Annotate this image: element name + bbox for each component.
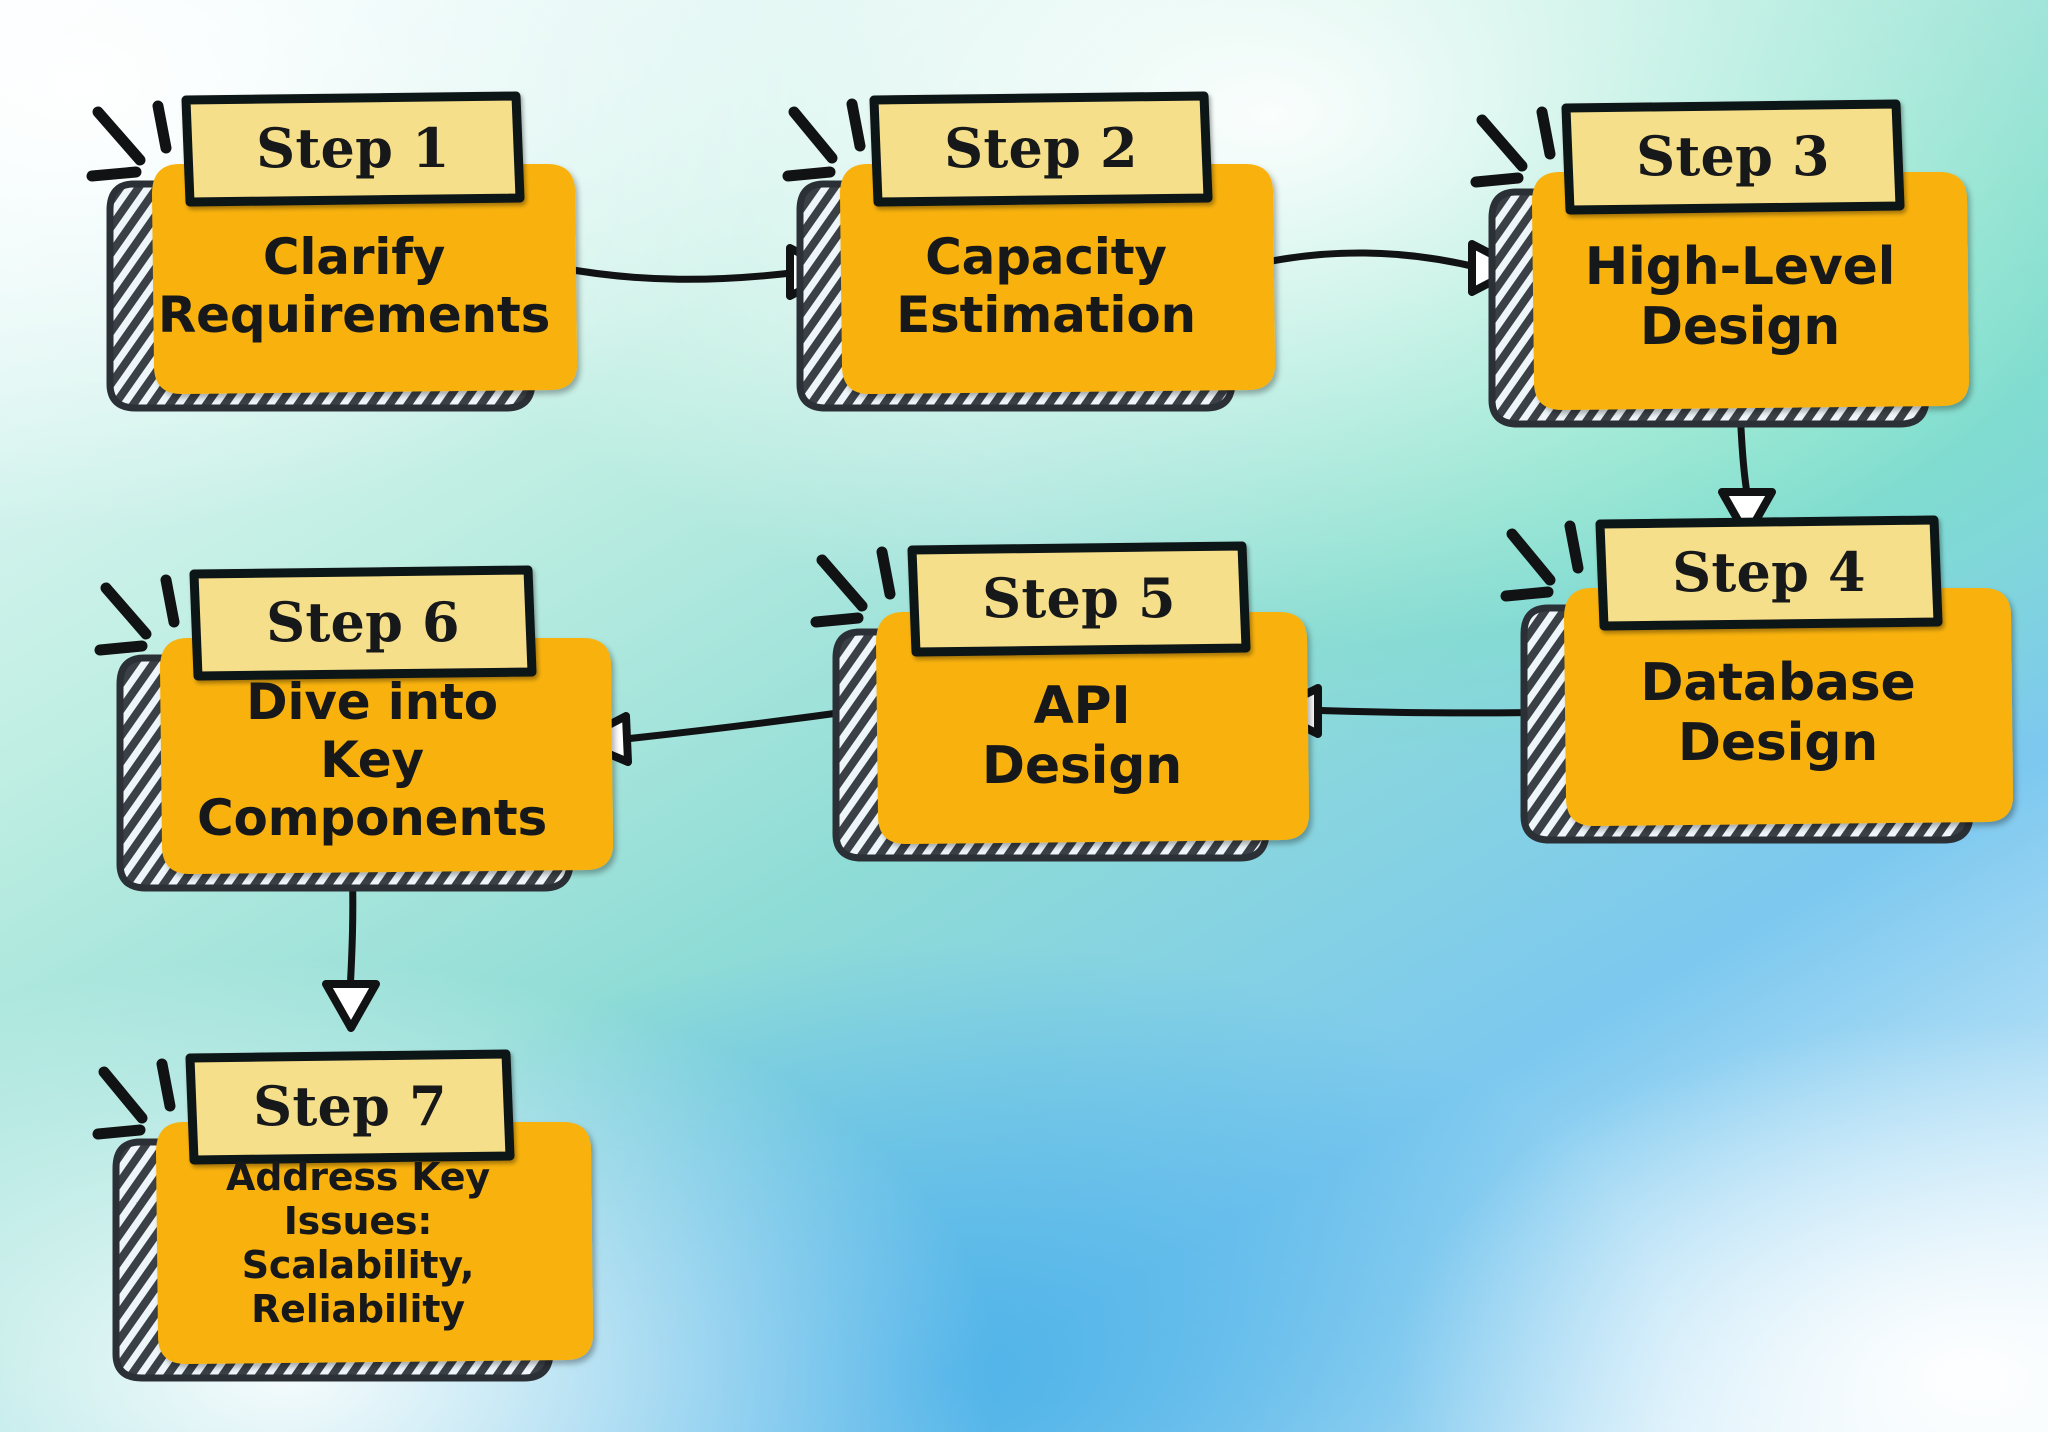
node-step7[interactable]	[92, 1049, 594, 1382]
tab-chip	[189, 565, 537, 681]
sparkle-icon-step3	[1470, 106, 1556, 188]
node-body	[159, 638, 614, 875]
tab-chip	[1595, 515, 1943, 631]
node-body	[151, 164, 578, 395]
sparkle-icon-step1	[86, 100, 172, 182]
node-step2[interactable]	[782, 91, 1276, 412]
sparkle-icon-step2	[782, 98, 866, 182]
node-step6[interactable]	[94, 565, 614, 892]
edge-step1-step2	[552, 244, 840, 300]
node-body	[155, 1122, 594, 1365]
tab-chip	[181, 91, 525, 207]
tab-chip	[869, 91, 1213, 207]
sparkle-icon-step6	[94, 574, 180, 656]
tab-chip	[907, 541, 1251, 657]
node-body	[839, 164, 1276, 395]
tab-chip	[185, 1049, 515, 1165]
tab-chip	[1561, 99, 1905, 215]
node-step5[interactable]	[810, 541, 1310, 862]
edge-step5-step6	[574, 706, 864, 766]
node-body	[875, 612, 1310, 845]
edge-step2-step3	[1236, 240, 1522, 296]
sparkle-icon-step4	[1500, 520, 1584, 602]
node-body	[1563, 588, 2014, 827]
node-step3[interactable]	[1470, 99, 1970, 428]
sparkle-icon-step7	[92, 1058, 176, 1140]
node-body	[1531, 172, 1970, 411]
node-step1[interactable]	[86, 91, 578, 412]
sparkle-icon-step5	[810, 546, 896, 628]
node-step4[interactable]	[1500, 515, 2014, 844]
